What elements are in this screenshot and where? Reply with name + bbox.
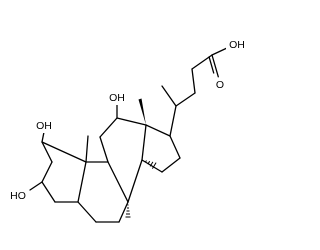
bond-c13-c14 <box>141 124 147 161</box>
svg-text:OH: OH <box>36 120 52 132</box>
bond-c24-o-double-b <box>208 56 215 74</box>
atom-label-oh-c1: OH <box>33 119 55 133</box>
atom-label-ho-c3: HO <box>7 189 29 203</box>
bond-c20-c22 <box>175 92 196 107</box>
svg-text:OH: OH <box>109 92 125 104</box>
bond-c17-c13 <box>145 124 171 137</box>
bond-c2-c3 <box>41 161 53 183</box>
c8-stereo-hash <box>125 204 131 218</box>
bond-c12-c13 <box>116 117 147 126</box>
bond-c3-c4 <box>41 181 56 203</box>
svg-text:HO: HO <box>10 190 26 202</box>
svg-text:O: O <box>216 79 224 91</box>
c14-stereo-hash <box>145 160 157 169</box>
bond-c15-c16 <box>161 157 181 173</box>
bond-c10-c1 <box>41 141 87 163</box>
bond-c5-c10 <box>77 161 87 203</box>
bond-c14-c8 <box>127 159 143 203</box>
bond-c22-c23 <box>191 68 196 94</box>
bond-c13-methyl-wedge <box>138 98 146 125</box>
bond-c14-c15 <box>141 159 163 173</box>
bond-c10-methyl <box>85 135 89 163</box>
atom-label-oh-c12: OH <box>106 91 128 105</box>
bond-c9-c11 <box>99 136 109 163</box>
bond-c16-c17 <box>169 135 181 159</box>
bond-c24-o-double-a <box>211 54 219 78</box>
molecule-structure: OH OH HO O OH <box>7 38 248 223</box>
bond-c3-oh <box>29 181 43 191</box>
bond-c20-c21 <box>161 85 177 107</box>
atom-label-acid-oh: OH <box>226 38 248 52</box>
bond-c7-c8 <box>118 201 129 223</box>
bond-c5-c6 <box>77 201 97 223</box>
bond-c24-oh <box>211 47 228 56</box>
atom-label-carbonyl-o: O <box>214 78 226 92</box>
bond-c17-c20 <box>169 105 177 137</box>
bond-c1-oh <box>41 131 45 143</box>
bond-c8-c9 <box>107 161 129 203</box>
svg-text:OH: OH <box>229 39 245 51</box>
bond-c1-c2 <box>41 141 53 163</box>
bond-c11-c12 <box>99 117 118 138</box>
